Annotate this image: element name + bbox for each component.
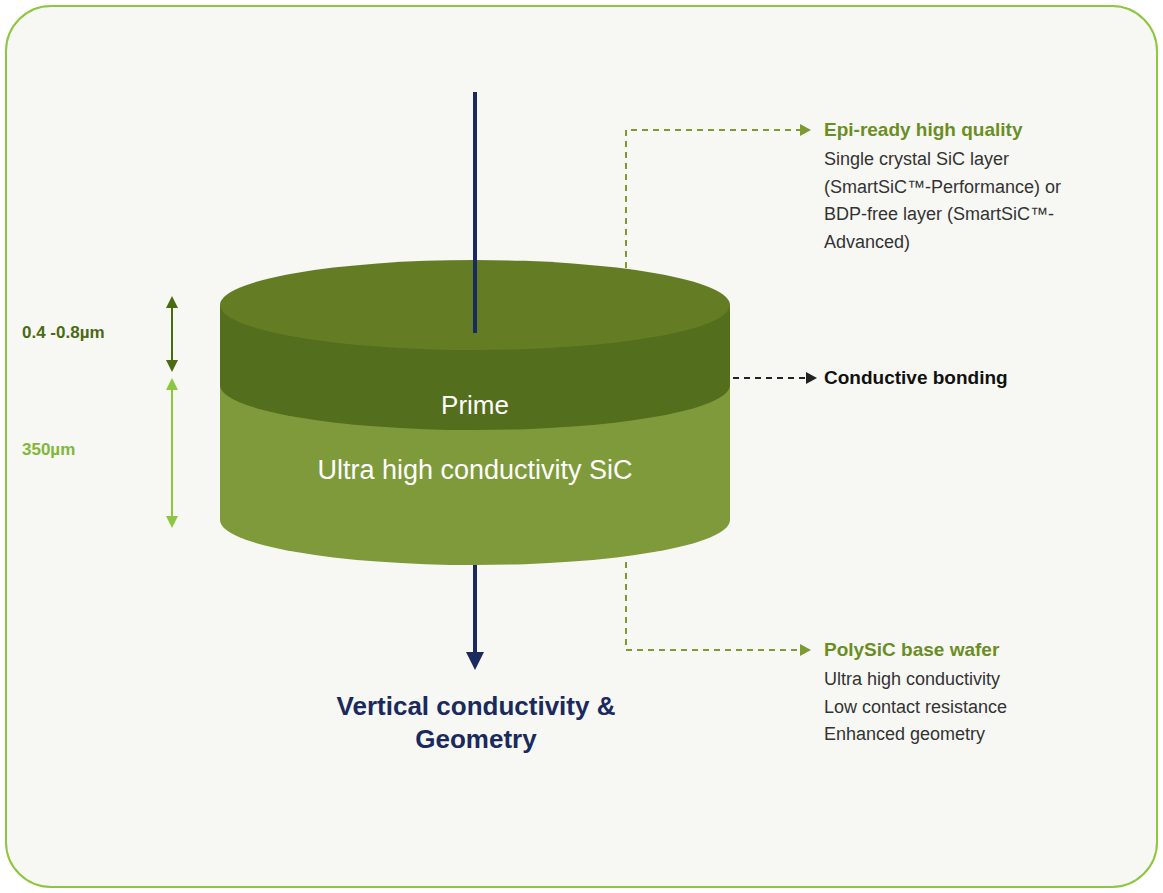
dimension-line	[171, 306, 173, 362]
caption-label: Vertical conductivity & Geometry	[330, 690, 622, 756]
layer-name: Ultra high conductivity SiC	[317, 455, 632, 486]
arrowhead	[806, 372, 817, 384]
callout-heading: Epi-ready high quality	[824, 118, 1124, 142]
dimension-label: 350µm	[22, 439, 162, 461]
callout-heading: PolySiC base wafer	[824, 638, 1124, 662]
arrowhead	[800, 124, 811, 136]
dimension-line	[171, 388, 173, 518]
dimension-label: 0.4 -0.8µm	[22, 322, 162, 344]
layer-name: Prime	[441, 390, 509, 421]
leader-line	[626, 130, 800, 268]
callout-body: Single crystal SiC layer (SmartSiC™-Perf…	[824, 146, 1069, 256]
arrowhead	[166, 378, 178, 390]
leader-line	[733, 377, 806, 379]
frame	[6, 6, 1157, 887]
leader-line	[626, 562, 800, 650]
conductivity-line	[473, 92, 477, 333]
arrowhead	[166, 296, 178, 308]
callout-heading: Conductive bonding	[824, 366, 1124, 390]
arrowhead	[166, 516, 178, 528]
base-layer-box: Ultra high conductivity SiC	[230, 440, 720, 500]
callout-body: Ultra high conductivity Low contact resi…	[824, 666, 1029, 749]
arrowhead	[800, 644, 811, 656]
arrowhead	[466, 652, 484, 670]
arrowhead	[166, 360, 178, 372]
conductivity-arrow	[473, 565, 477, 654]
prime-layer-box: Prime	[230, 382, 720, 428]
